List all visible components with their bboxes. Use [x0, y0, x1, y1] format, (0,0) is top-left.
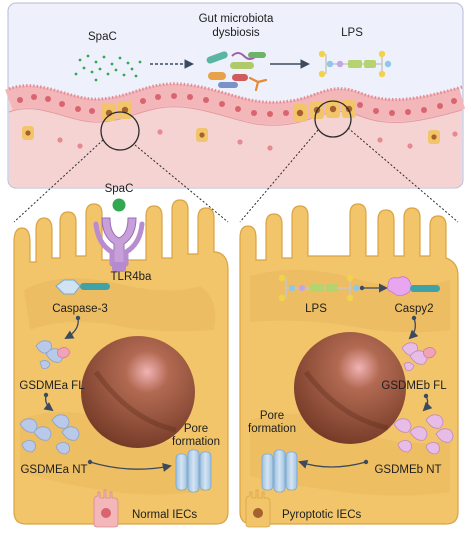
gsdmeb-nt-label: GSDMEb NT	[374, 464, 441, 476]
left-pore-label-2: formation	[172, 436, 220, 448]
right-pore-label-2: formation	[248, 423, 296, 435]
top-lps-label: LPS	[341, 27, 363, 39]
gsdmeb-nt-icon	[393, 414, 454, 455]
pore-left-icon	[175, 449, 212, 493]
gsdmeb-fl-label: GSDMEb FL	[381, 380, 447, 392]
left-pore-label-1: Pore	[184, 423, 208, 435]
right-pore-label-1: Pore	[260, 410, 284, 422]
right-lps-label: LPS	[305, 303, 327, 315]
right-lps-molecule-icon	[278, 274, 360, 302]
caspy2-icon	[387, 276, 440, 296]
gsdmeb-fl-icon	[401, 342, 437, 371]
gsdmea-fl-label: GSDMEa FL	[19, 380, 85, 392]
spac-molecule-icon	[112, 198, 126, 212]
bacteria-icon	[206, 51, 268, 92]
gsdmea-nt-to-pore-arrow	[89, 461, 172, 472]
right-nucleus	[294, 332, 406, 444]
dysbiosis-label-2: dysbiosis	[212, 27, 260, 39]
legend-pyroptotic-label: Pyroptotic IECs	[282, 509, 361, 521]
caspase-3-icon	[55, 279, 110, 295]
caspy2-label: Caspy2	[395, 303, 434, 315]
legend-normal-label: Normal IECs	[132, 509, 197, 521]
legend: Normal IECs Pyroptotic IECs	[93, 489, 361, 528]
tlr4ba-label: TLR4ba	[111, 271, 153, 283]
gsdmea-fl-icon	[35, 340, 71, 369]
tlr4ba-receptor-icon	[93, 217, 145, 272]
caspase-3-label: Caspase-3	[52, 303, 108, 315]
normal-iec-icon	[93, 489, 119, 528]
gsdmea-nt-icon	[19, 414, 80, 455]
pyroptotic-iec-icon	[245, 489, 271, 528]
gsdmeb-nt-to-pore-arrow	[298, 459, 367, 469]
left-nucleus	[81, 336, 195, 448]
left-spac-label: SpaC	[105, 183, 134, 195]
spac-particles-icon	[74, 54, 142, 82]
pore-right-icon	[261, 449, 298, 493]
zoom-lines	[13, 127, 459, 223]
dysbiosis-label-1: Gut microbiota	[199, 13, 274, 25]
top-spac-label: SpaC	[88, 31, 117, 43]
gsdmea-nt-label: GSDMEa NT	[20, 464, 87, 476]
intestine-panel	[5, 2, 466, 189]
zoom-circle-right	[314, 100, 352, 138]
lps-molecule-icon	[318, 50, 392, 78]
zoom-circle-left	[100, 111, 140, 151]
